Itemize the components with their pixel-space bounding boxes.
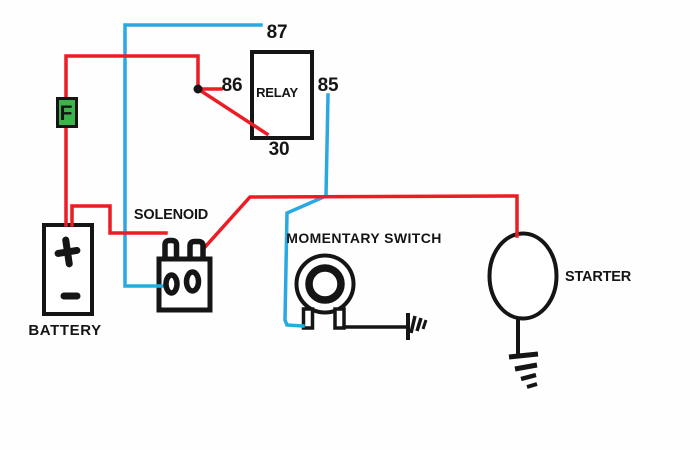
fuse-box [56, 97, 78, 128]
label-battery: BATTERY [28, 322, 101, 339]
momentary-switch-right-leg [333, 307, 346, 330]
fuse-letter: F [60, 102, 73, 125]
wire-junction-to-pin-30 [195, 86, 270, 137]
momentary-ground-tick-1 [409, 315, 417, 334]
starter-ground-bar-4 [526, 382, 538, 389]
wire-87-to-solenoid [123, 23, 263, 288]
label-pin-86: 86 [222, 75, 243, 96]
wire-battery-fuse-to-relay [64, 54, 200, 227]
starter-circle [487, 231, 559, 321]
momentary-switch-button-ring [305, 264, 345, 304]
starter-ground-bar-2 [514, 362, 538, 372]
label-relay: RELAY [256, 85, 298, 100]
solenoid-right-post [183, 269, 202, 294]
starter-ground-bar-1 [508, 351, 539, 360]
label-pin-87: 87 [267, 22, 288, 43]
label-pin-30: 30 [269, 139, 290, 160]
wire-battery-to-solenoid [70, 204, 168, 235]
label-starter: STARTER [565, 269, 632, 285]
momentary-ground-tick-2 [415, 317, 423, 332]
junction-dot [193, 84, 203, 94]
wire-85-to-momentary-switch [283, 93, 330, 328]
solenoid-right-terminal [187, 238, 206, 258]
solenoid-left-terminal [162, 237, 180, 258]
label-pin-85: 85 [318, 75, 339, 96]
label-momentary-switch: MOMENTARY SWITCH [286, 230, 441, 246]
battery-plus-symbol [54, 236, 81, 268]
label-solenoid: SOLENOID [134, 207, 208, 223]
relay-box [250, 50, 314, 140]
momentary-ground-tick-3 [421, 319, 428, 330]
momentary-switch-left-leg [301, 307, 315, 330]
starter-ground-bar-3 [520, 372, 537, 382]
solenoid-left-post [163, 272, 180, 296]
wire-solenoid-to-starter [202, 194, 519, 250]
